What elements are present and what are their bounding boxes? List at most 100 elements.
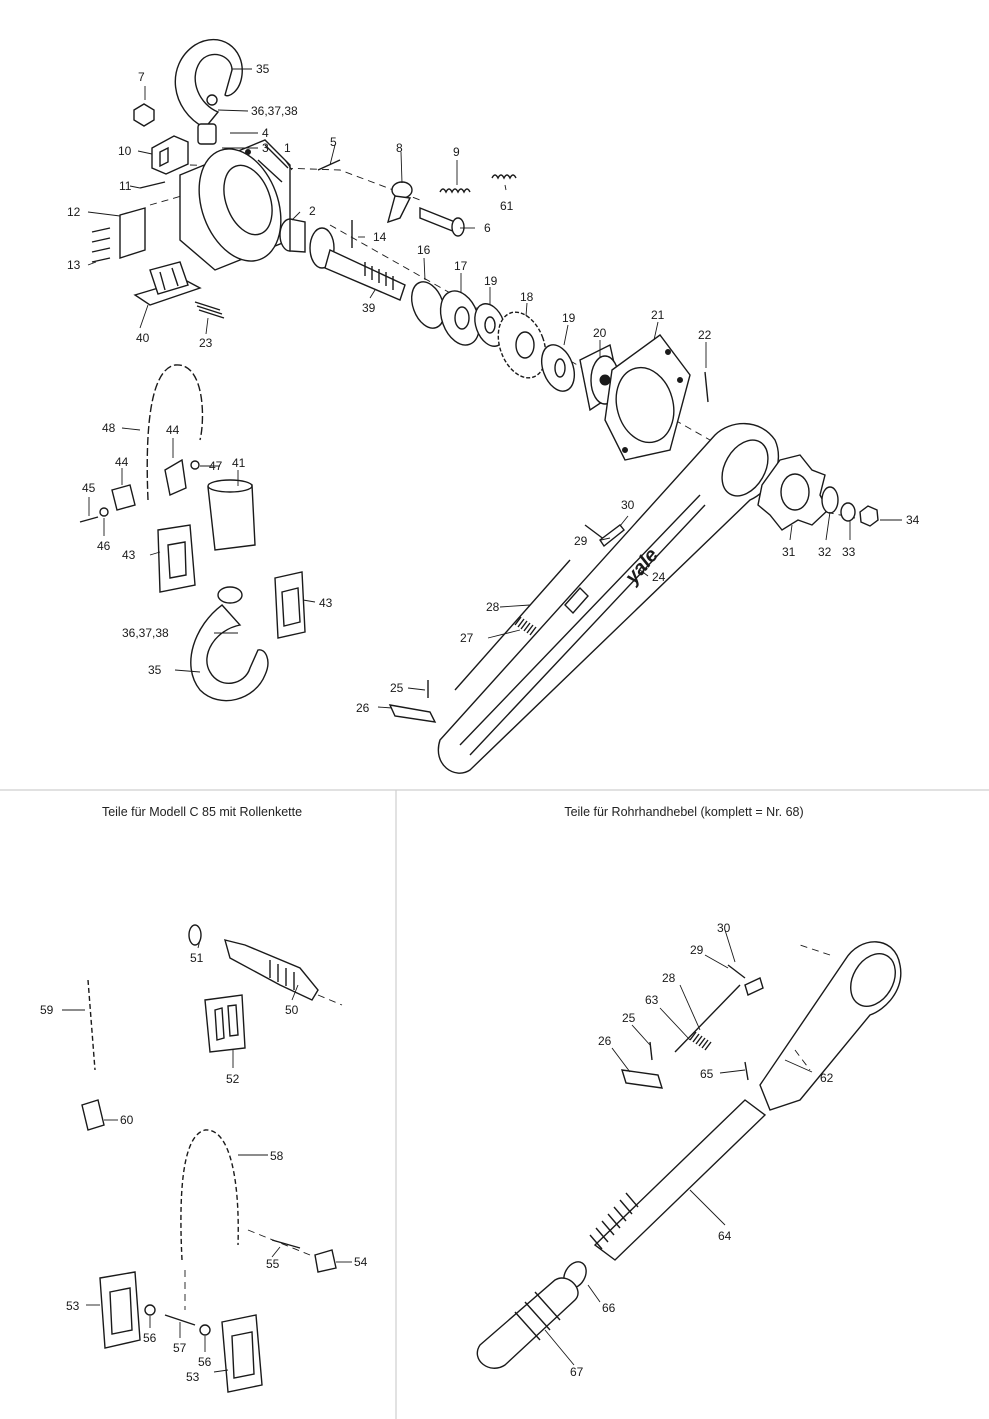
callout-label: 34 [906,513,920,527]
callout-label: 44 [166,423,180,437]
part-washer-32 [821,486,839,514]
callout-label: 35 [148,663,162,677]
part-block-10 [151,135,189,175]
part-screws-11-13 [91,181,166,263]
callout-label: 55 [266,1257,280,1271]
part-tube-64 [589,1099,767,1261]
part-grip-67 [476,1277,579,1369]
callout-label: 14 [373,230,387,244]
callout-label: 36,37,38 [251,104,298,118]
callout-label: 33 [842,545,856,559]
part-pin-55 [271,1239,301,1249]
part-washer-19b [540,344,576,392]
callout-label: 17 [454,259,468,273]
callout-label: 50 [285,1003,299,1017]
callout-label: 32 [818,545,832,559]
callout-label: 47 [209,459,223,473]
callout-label: 24 [652,570,666,584]
part-chain-guide-43a [157,524,196,593]
part-spring-61 [491,174,517,180]
part-link-44b [164,458,187,496]
callout-label: 52 [226,1072,240,1086]
part-link-60 [81,1099,105,1131]
callout-label: 19 [484,274,498,288]
part-roller-chain-58 [180,1129,239,1261]
callout-label: 59 [40,1003,54,1017]
callout-label: 66 [602,1301,616,1315]
part-rod-27-spring-28 [454,559,571,691]
callout-label: 18 [520,290,534,304]
callout-label: 67 [570,1365,584,1379]
part-chain-guide-53a [99,1271,141,1349]
part-roller-chain-59 [87,979,96,1071]
top-hook [174,39,243,145]
part-nut-34 [859,505,879,527]
callout-label: 56 [143,1331,157,1345]
callout-label: 10 [118,144,132,158]
leader-lines [62,68,902,1373]
part-nut-7 [133,103,155,127]
callout-label: 20 [593,326,607,340]
callout-label: 57 [173,1341,187,1355]
part-pin-65 [744,1061,749,1081]
callout-label: 13 [67,258,81,272]
callout-label: 63 [645,993,659,1007]
callout-label: 53 [186,1370,200,1384]
part-pin-29b [727,964,746,979]
part-hand-chain-48 [146,364,204,501]
part-lever-head-62 [759,941,902,1111]
part-pawl-8 [386,181,413,224]
callout-label: 30 [621,498,635,512]
callout-label: 11 [119,179,132,193]
part-washer-33 [840,502,856,522]
callout-label: 27 [460,631,474,645]
part-bushing-2 [279,218,306,253]
callout-label: 25 [390,681,404,695]
callout-label: 62 [820,1071,834,1085]
part-sleeve-41 [207,479,256,551]
part-washer-56a [144,1304,156,1316]
caption-tube-lever-parts: Teile für Rohrhandhebel (komplett = Nr. … [564,805,803,819]
part-base-40 [133,261,202,306]
part-bracket-52 [204,994,246,1053]
callout-label: 43 [122,548,136,562]
callout-label: 5 [330,135,337,149]
callout-label: 6 [484,221,491,235]
part-shaft-50 [188,924,343,1006]
part-washer-56b [199,1324,211,1336]
part-hand-lever-24 [437,422,780,774]
callout-label: 25 [622,1011,636,1025]
callout-label: 28 [662,971,676,985]
part-ratchet-wheel-18 [497,311,547,379]
part-link-44a [111,484,136,511]
part-chain-guide-43b [274,571,306,639]
caption-roller-chain-parts: Teile für Modell C 85 mit Rollenkette [102,805,302,819]
callout-label: 30 [717,921,731,935]
callout-label: 58 [270,1149,284,1163]
callout-label: 22 [698,328,712,342]
part-screw-22 [704,371,709,403]
part-pin-29 [584,524,606,541]
callout-label: 29 [690,943,704,957]
callout-label: 19 [562,311,576,325]
part-sleeve-30b [744,977,764,996]
part-roller-54 [314,1249,337,1273]
part-washer-46 [99,507,109,517]
callout-label: 23 [199,336,213,350]
callout-label: 31 [782,545,796,559]
callout-label: 1 [284,141,291,155]
callout-label: 61 [500,199,514,213]
part-disc-17 [439,290,481,346]
callout-label: 48 [102,421,116,435]
callout-label: 7 [138,70,145,84]
callout-label: 53 [66,1299,80,1313]
part-housing-1 [179,139,291,271]
callout-label: 39 [362,301,376,315]
part-latch-26 [388,704,437,723]
callout-label: 12 [67,205,81,219]
callout-labels: 1 2 3 4 5 6 7 8 9 10 11 12 13 14 16 17 1… [40,62,920,1384]
callout-label: 60 [120,1113,134,1127]
callout-label: 54 [354,1255,368,1269]
callout-label: 41 [232,456,246,470]
